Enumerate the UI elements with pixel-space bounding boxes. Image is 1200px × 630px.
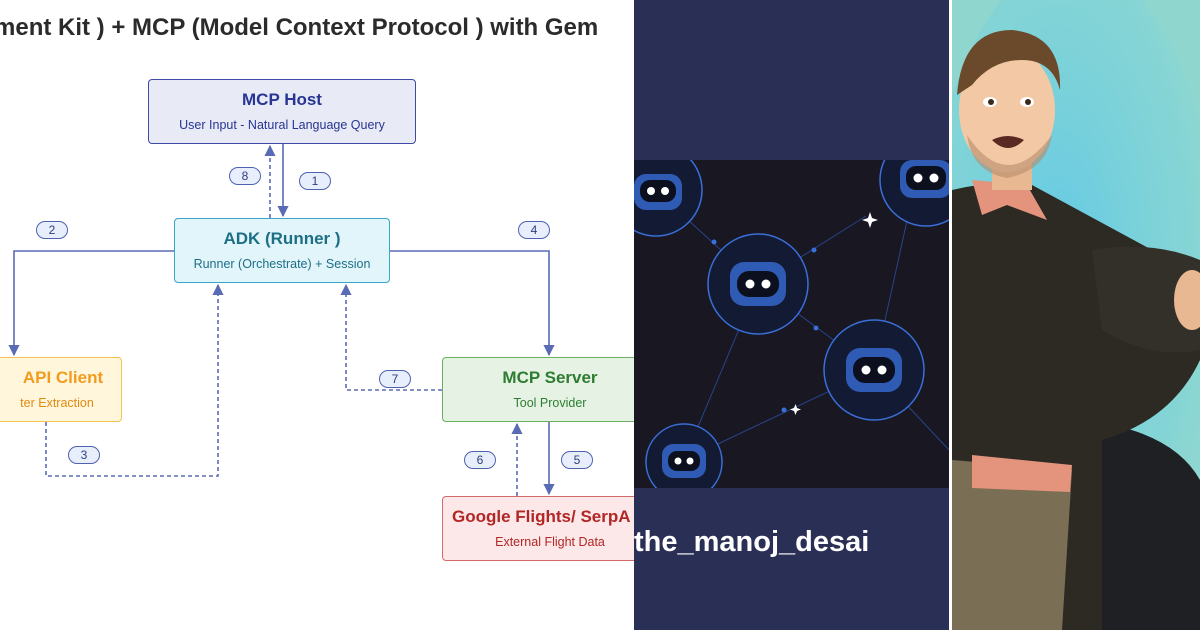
step-badge-1: 1: [299, 172, 331, 190]
step-badge-4: 4: [518, 221, 550, 239]
node-mcp-server-title: MCP Server: [502, 368, 598, 387]
robot-network-scene: [634, 133, 949, 501]
step-badge-6: 6: [464, 451, 496, 469]
arrow-step-3: [45, 283, 224, 477]
node-adk-runner-subtitle: Runner (Orchestrate) + Session: [193, 257, 371, 271]
robot-network-graphic: [634, 133, 949, 501]
node-api-client: API Client ter Extraction: [0, 357, 122, 422]
node-google-flights: Google Flights/ SerpA External Flight Da…: [442, 496, 634, 561]
node-adk-runner: ADK (Runner ) Runner (Orchestrate) + Ses…: [174, 218, 390, 283]
robot-network-banner: the_manoj_desai: [634, 0, 949, 630]
step-badge-8: 8: [229, 167, 261, 185]
robot-icon: [634, 143, 703, 237]
node-google-flights-title: Google Flights/ SerpA: [452, 507, 631, 526]
author-handle: the_manoj_desai: [634, 526, 870, 558]
arrow-step-7: [340, 283, 442, 391]
node-google-flights-subtitle: External Flight Data: [495, 535, 605, 549]
step-badge-7: 7: [379, 370, 411, 388]
robot-icon: [823, 319, 925, 421]
connector-lines: [8, 144, 555, 496]
node-mcp-host: MCP Host User Input - Natural Language Q…: [148, 79, 416, 144]
diagram-title: ment Kit ) + MCP (Model Context Protocol…: [0, 14, 599, 41]
arrow-step-2: [8, 250, 174, 357]
node-api-client-title: API Client: [22, 368, 104, 387]
step-badge-3: 3: [68, 446, 100, 464]
sparkle-icon: [790, 212, 878, 415]
portrait-panel: [952, 0, 1200, 630]
robot-icon: [707, 233, 809, 335]
handle-bar: [634, 488, 949, 630]
diagram-panel: ment Kit ) + MCP (Model Context Protocol…: [0, 14, 634, 561]
banner-top-band: [634, 0, 949, 160]
node-adk-runner-title: ADK (Runner ): [223, 229, 341, 248]
robot-icon: [879, 133, 949, 227]
man-portrait-illustration: [952, 0, 1200, 630]
arrow-step-4: [390, 250, 555, 357]
step-badge-5: 5: [561, 451, 593, 469]
node-mcp-server-subtitle: Tool Provider: [513, 396, 587, 410]
node-api-client-subtitle: ter Extraction: [20, 396, 94, 410]
node-mcp-host-subtitle: User Input - Natural Language Query: [179, 118, 385, 132]
robot-icon: [645, 423, 723, 501]
node-mcp-server: MCP Server Tool Provider: [442, 357, 634, 422]
step-badge-2: 2: [36, 221, 68, 239]
node-mcp-host-title: MCP Host: [242, 90, 322, 109]
panel-divider: [949, 0, 952, 630]
